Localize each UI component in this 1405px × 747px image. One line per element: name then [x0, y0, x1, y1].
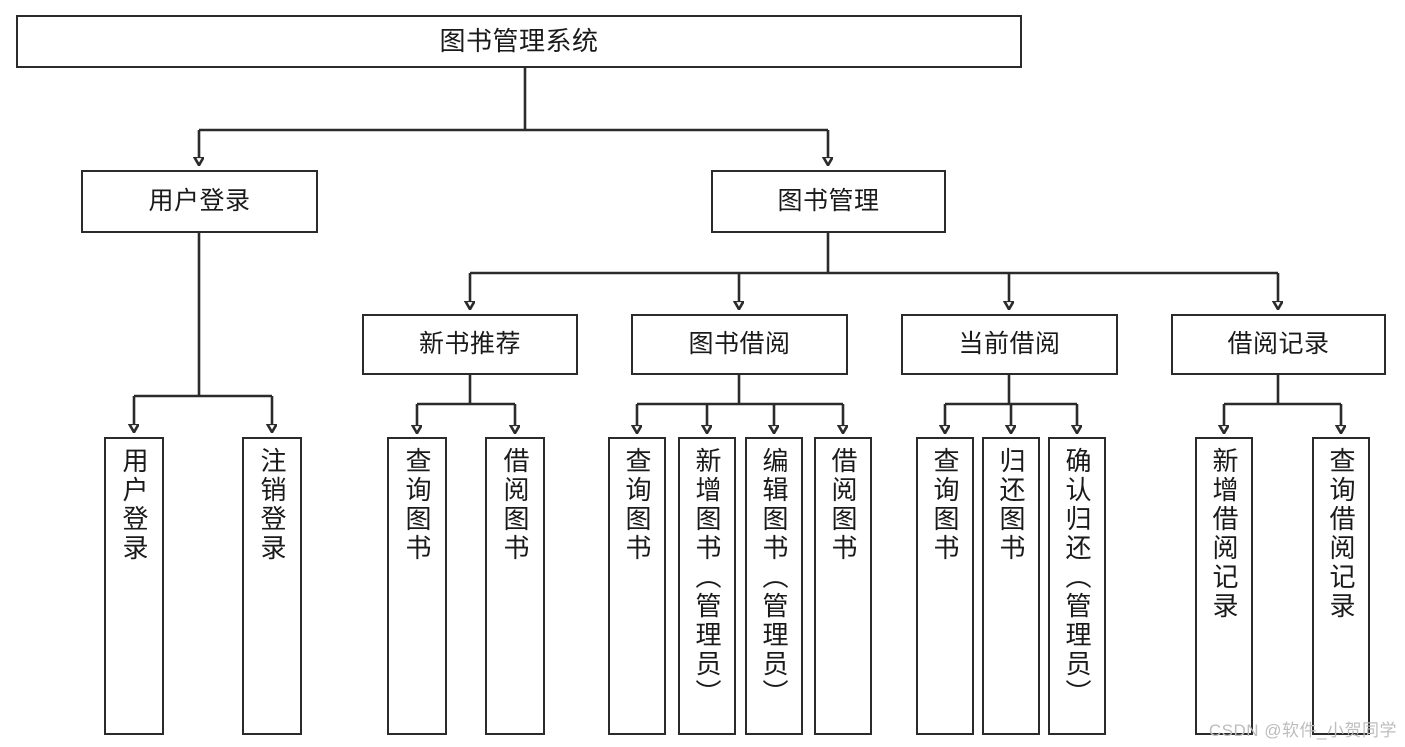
node-root-label: 图书管理系统 — [439, 26, 599, 57]
node-book-manage[interactable]: 图书管理 — [711, 170, 946, 233]
node-current-borrow[interactable]: 当前借阅 — [901, 314, 1118, 375]
leaf-query-borrow-record[interactable]: 查询借阅记录 — [1312, 437, 1370, 735]
leaf-logout[interactable]: 注销登录 — [242, 437, 302, 735]
node-borrow-record[interactable]: 借阅记录 — [1171, 314, 1386, 375]
node-current-borrow-label: 当前借阅 — [958, 329, 1061, 358]
leaf-query-book-2-label: 查询图书 — [622, 447, 652, 563]
node-book-borrow-label: 图书借阅 — [688, 329, 791, 358]
leaf-confirm-return[interactable]: 确认归还（管理员） — [1048, 437, 1106, 735]
node-root[interactable]: 图书管理系统 — [16, 15, 1022, 68]
leaf-confirm-return-label: 确认归还（管理员） — [1062, 447, 1092, 708]
leaf-borrow-book-2[interactable]: 借阅图书 — [814, 437, 872, 735]
watermark: CSDN @软件_小贺同学 — [1208, 721, 1397, 740]
leaf-borrow-book-1[interactable]: 借阅图书 — [485, 437, 545, 735]
leaf-borrow-book-1-label: 借阅图书 — [500, 447, 530, 563]
leaf-query-book-3-label: 查询图书 — [930, 447, 960, 563]
leaf-query-book-1[interactable]: 查询图书 — [387, 437, 447, 735]
node-borrow-record-label: 借阅记录 — [1227, 329, 1330, 358]
node-user-login[interactable]: 用户登录 — [81, 170, 318, 233]
leaf-return-book[interactable]: 归还图书 — [982, 437, 1040, 735]
node-user-login-label: 用户登录 — [148, 186, 251, 215]
node-book-manage-label: 图书管理 — [777, 186, 880, 215]
leaf-return-book-label: 归还图书 — [996, 447, 1026, 563]
node-book-borrow[interactable]: 图书借阅 — [631, 314, 848, 375]
leaf-borrow-book-2-label: 借阅图书 — [828, 447, 858, 563]
leaf-query-book-3[interactable]: 查询图书 — [916, 437, 974, 735]
leaf-user-login-label: 用户登录 — [119, 447, 149, 563]
leaf-user-login[interactable]: 用户登录 — [104, 437, 164, 735]
leaf-edit-book-label: 编辑图书（管理员） — [759, 447, 789, 708]
leaf-add-book[interactable]: 新增图书（管理员） — [678, 437, 736, 735]
leaf-edit-book[interactable]: 编辑图书（管理员） — [745, 437, 803, 735]
node-new-book-recommend[interactable]: 新书推荐 — [362, 314, 578, 375]
leaf-query-borrow-record-label: 查询借阅记录 — [1326, 447, 1356, 621]
leaf-logout-label: 注销登录 — [257, 447, 287, 563]
leaf-add-book-label: 新增图书（管理员） — [692, 447, 722, 708]
node-new-book-recommend-label: 新书推荐 — [418, 329, 521, 358]
leaf-query-book-2[interactable]: 查询图书 — [608, 437, 666, 735]
leaf-add-borrow-record-label: 新增借阅记录 — [1209, 447, 1239, 621]
leaf-add-borrow-record[interactable]: 新增借阅记录 — [1195, 437, 1253, 735]
leaf-query-book-1-label: 查询图书 — [402, 447, 432, 563]
